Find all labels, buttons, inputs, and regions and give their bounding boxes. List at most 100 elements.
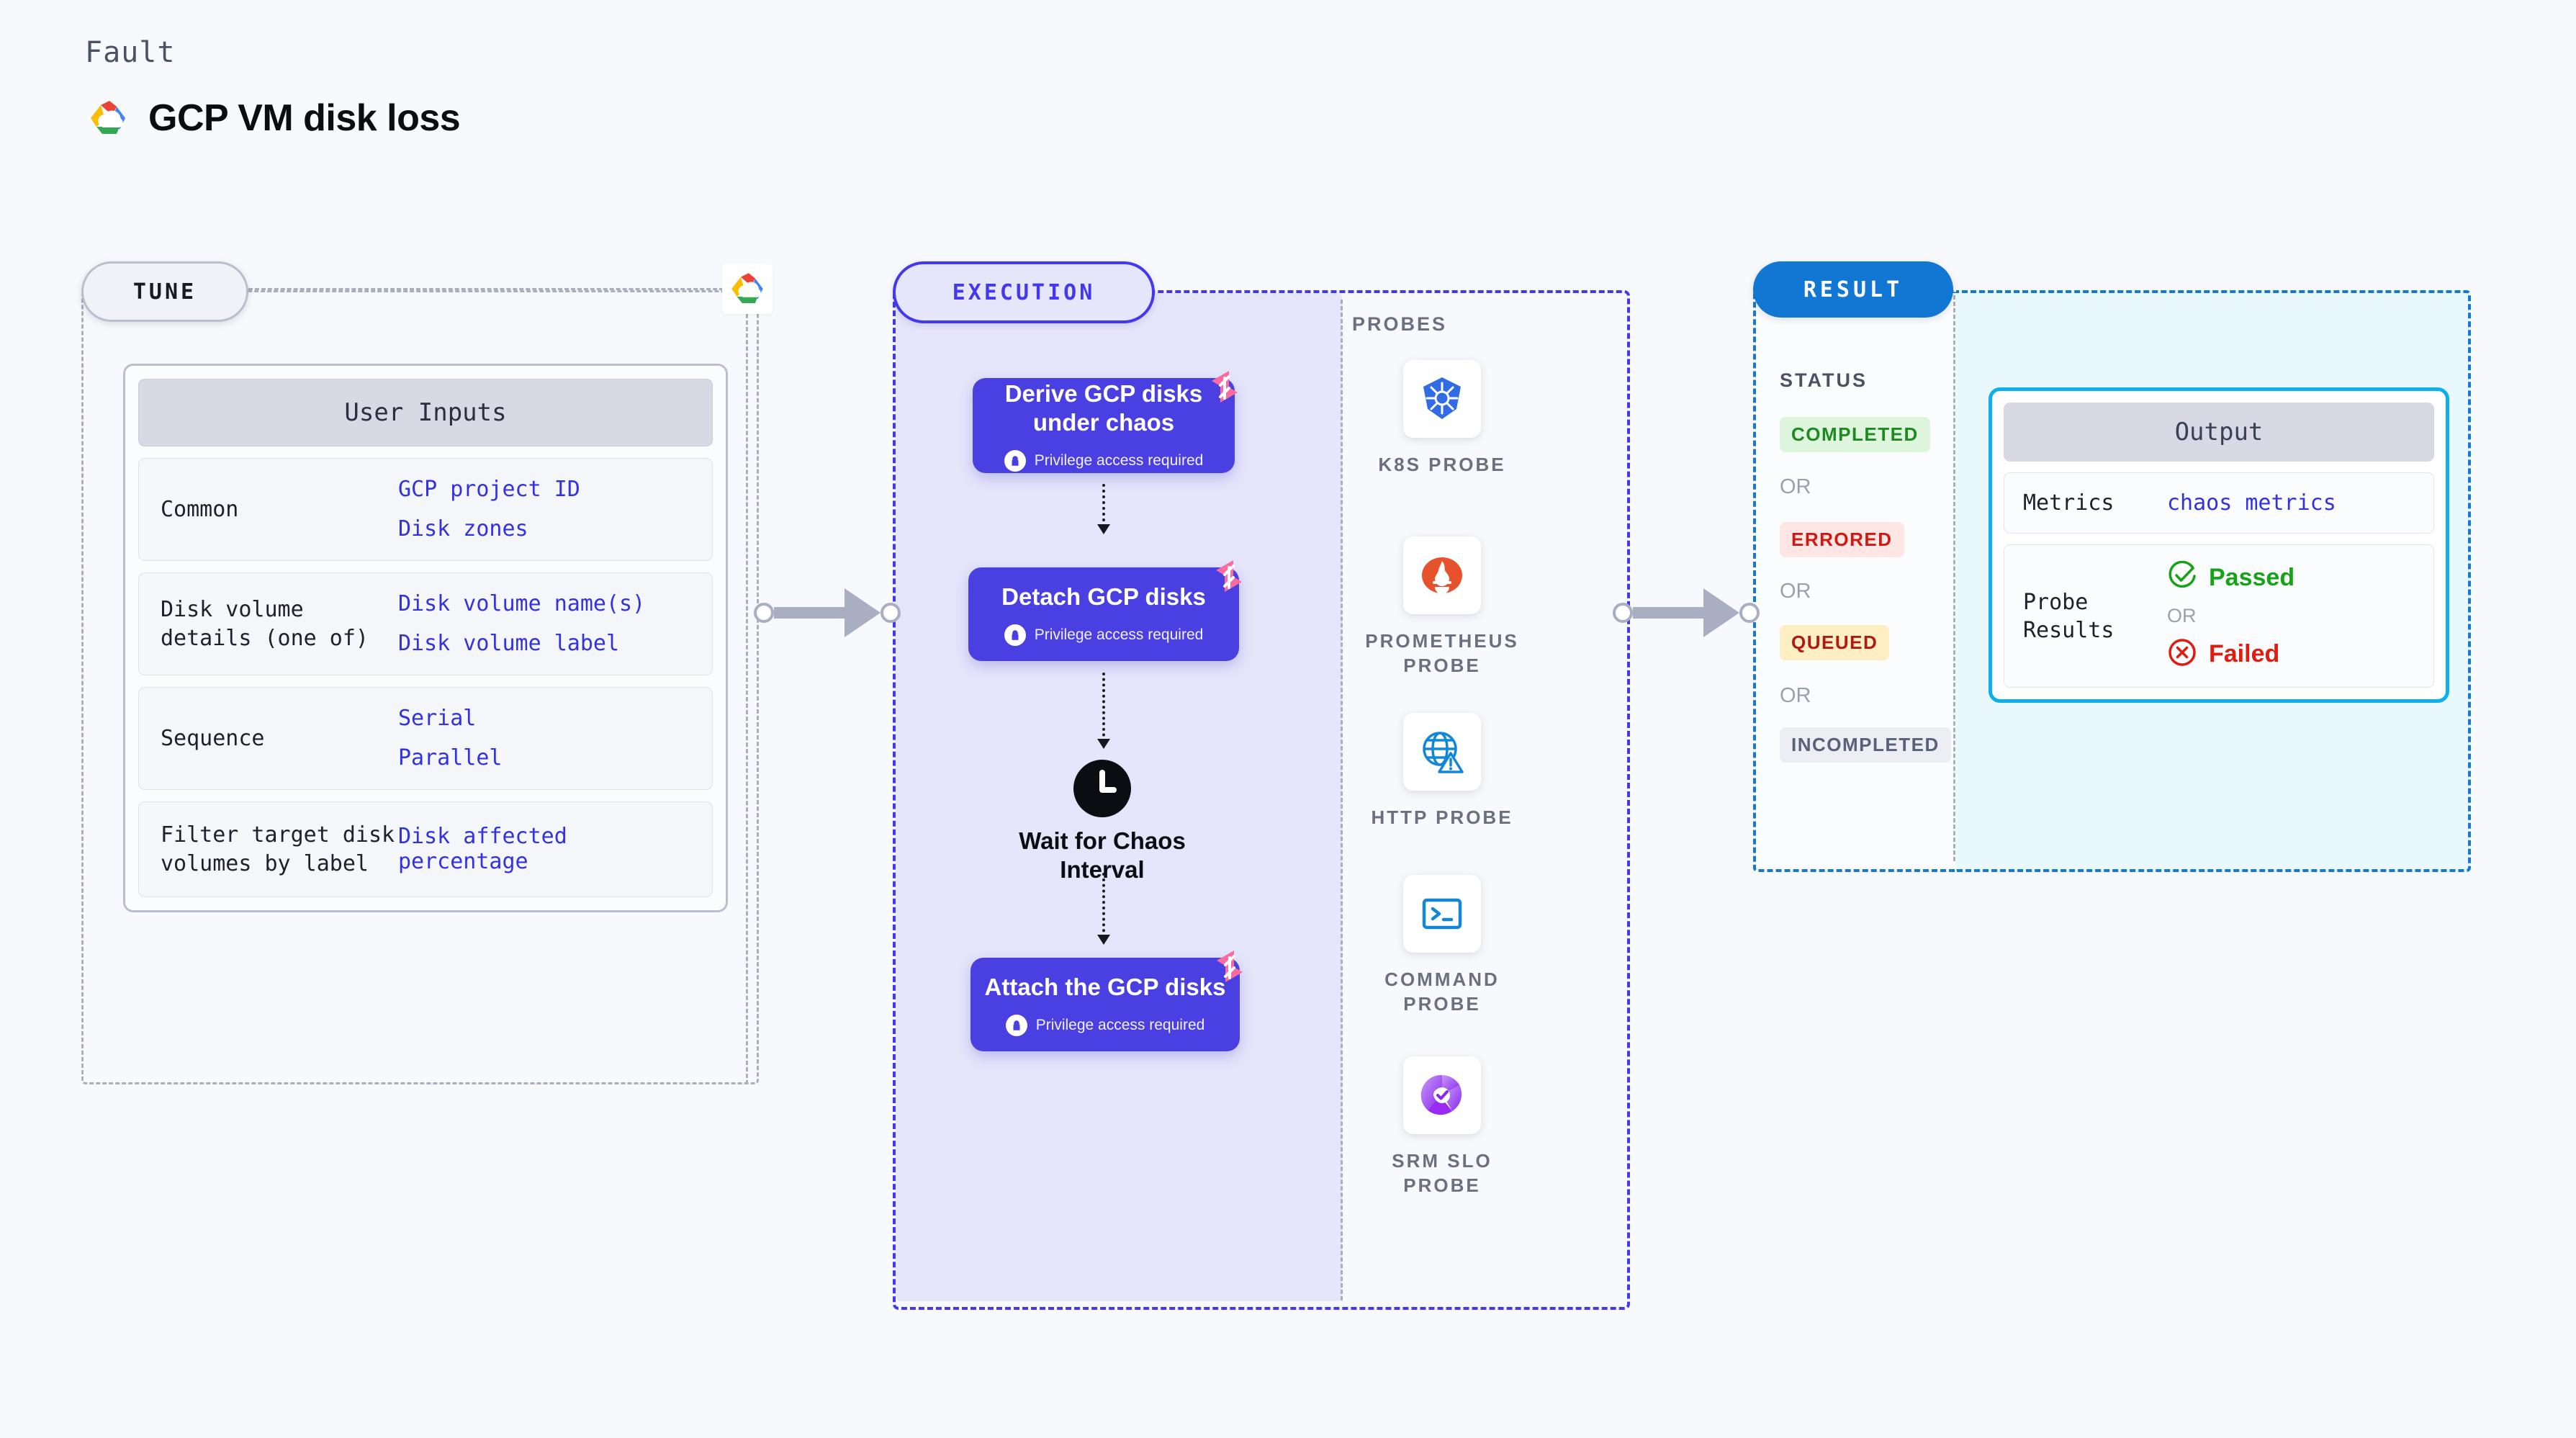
connector-start-dot [1613,603,1633,623]
probe-label: K8S PROBE [1378,454,1506,475]
page-header: Fault GCP VM disk loss [85,36,461,141]
input-values: Disk affected percentage [398,824,690,874]
lock-icon [1004,449,1026,472]
privilege-note: Privilege access required [1004,624,1203,646]
lock-icon [1005,1014,1027,1036]
prometheus-icon [1403,536,1481,614]
step-connector-arrow [1097,484,1110,534]
input-key: Common [161,496,239,522]
step-title: Detach GCP disks [1001,583,1206,611]
or-label: OR [1780,475,1811,498]
or-label: OR [2167,605,2197,626]
execution-panel [893,290,1630,1310]
failed-label: Failed [2209,640,2280,668]
privilege-note-label: Privilege access required [1035,1016,1205,1033]
lock-icon [1004,624,1026,646]
gcp-cloud-logo-icon [85,95,131,141]
input-values: Disk volume name(s) Disk volume label [398,591,646,656]
passed-label: Passed [2209,564,2295,591]
connector-end-dot [1739,603,1760,623]
status-badge: ERRORED [1780,522,1904,557]
probes-title: PROBES [1352,313,1448,335]
srm-slo-icon [1403,1056,1481,1134]
step-title: Derive GCP disks under chaos [1004,380,1203,436]
execution-step-card[interactable]: Detach GCP disks Privilege access requir… [968,560,1242,661]
user-inputs-card: User Inputs Common GCP project ID Disk z… [123,364,728,913]
execution-step-card[interactable]: Derive GCP disks under chaos Privilege a… [973,371,1238,473]
gcp-cloud-node-icon[interactable] [722,264,773,314]
metrics-value[interactable]: chaos metrics [2167,490,2336,516]
chaos-bolt-badge-icon [1204,367,1245,407]
step-title: Attach the GCP disks [984,974,1226,1001]
status-badge: INCOMPLETED [1780,727,1951,763]
or-label: OR [1780,580,1811,603]
wait-node-label: Wait for Chaos Interval [1019,827,1186,883]
input-value[interactable]: Disk affected percentage [398,824,567,874]
execution-section-badge[interactable]: EXECUTION [893,261,1155,323]
tune-panel [81,290,759,1084]
output-card: Output Metrics chaos metrics Probe Resul… [1989,387,2449,703]
connector-tune-execution [754,588,901,637]
input-value[interactable]: Disk volume name(s) [398,591,646,616]
fault-kicker: Fault [85,36,176,69]
input-value[interactable]: Disk zones [398,516,528,542]
step-connector-arrow [1097,673,1110,749]
kubernetes-icon [1403,360,1481,438]
probes-divider [1341,300,1343,1300]
page-title: GCP VM disk loss [148,97,461,139]
connector-execution-result [1613,588,1760,637]
table-row: Disk volume details (one of) Disk volume… [138,572,713,675]
status-title: STATUS [1780,369,1868,391]
probe-item-k8s[interactable]: K8S PROBE [1352,360,1532,477]
execution-step-card[interactable]: Attach the GCP disks Privilege access re… [970,951,1243,1051]
tune-section-badge[interactable]: TUNE [81,261,248,322]
metrics-key: Metrics [2023,490,2115,516]
chaos-bolt-badge-icon [1209,556,1249,596]
probe-item-prometheus[interactable]: PROMETHEUS PROBE [1352,536,1532,678]
input-key: Filter target disk volumes by label [161,822,395,876]
result-status-divider [1953,295,1955,861]
tune-connector-dash [248,288,724,290]
input-value[interactable]: GCP project ID [398,477,580,502]
probe-item-srm-slo[interactable]: SRM SLO PROBE [1352,1056,1532,1198]
probe-result-failed: Failed [2167,637,2294,671]
clock-icon [1072,758,1132,819]
probe-item-command[interactable]: COMMAND PROBE [1352,875,1532,1017]
result-section-badge[interactable]: RESULT [1753,261,1953,318]
terminal-icon [1403,875,1481,953]
connector-arrowhead-icon [845,588,881,637]
probe-results-values: Passed OR Failed [2167,560,2295,671]
input-key: Sequence [161,725,265,751]
probe-label: COMMAND PROBE [1384,969,1500,1015]
step-connector-arrow [1097,873,1110,945]
or-label: OR [1780,684,1811,707]
probe-label: PROMETHEUS PROBE [1365,630,1519,677]
input-value[interactable]: Disk volume label [398,630,620,656]
probe-results-key: Probe Results [2023,589,2115,643]
table-row: Filter target disk volumes by label Disk… [138,801,713,898]
tune-vertical-dash [746,314,748,1084]
input-key: Disk volume details (one of) [161,596,369,651]
x-circle-icon [2167,637,2197,671]
user-inputs-title: User Inputs [138,379,713,446]
probe-result-passed: Passed [2167,560,2295,595]
privilege-note: Privilege access required [1004,449,1203,472]
privilege-note: Privilege access required [1005,1014,1205,1036]
probe-item-http[interactable]: HTTP PROBE [1352,713,1532,830]
table-row: Common GCP project ID Disk zones [138,458,713,561]
check-circle-icon [2167,560,2197,595]
output-probe-results-row: Probe Results Passed OR [2004,544,2434,688]
output-title: Output [2004,403,2434,462]
status-badge: QUEUED [1780,625,1890,660]
probe-label: HTTP PROBE [1371,806,1513,828]
connector-bar [774,607,846,619]
status-badge: COMPLETED [1780,417,1930,452]
output-metrics-row: Metrics chaos metrics [2004,472,2434,534]
probe-label: SRM SLO PROBE [1392,1150,1492,1197]
connector-start-dot [754,603,774,623]
connector-bar [1633,607,1705,619]
input-value[interactable]: Serial [398,706,477,731]
chaos-bolt-badge-icon [1210,946,1250,987]
connector-end-dot [881,603,901,623]
input-value[interactable]: Parallel [398,745,503,770]
